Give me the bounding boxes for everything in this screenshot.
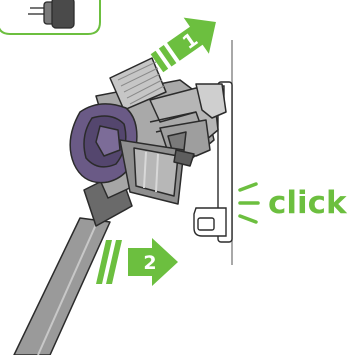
step-2-arrow-icon: 2 [96,238,178,286]
inset-panel [0,0,100,34]
click-sound-lines-icon [240,184,258,222]
vacuum-illustration [14,58,226,355]
step-2-number: 2 [143,252,156,274]
click-label: click [268,185,348,221]
